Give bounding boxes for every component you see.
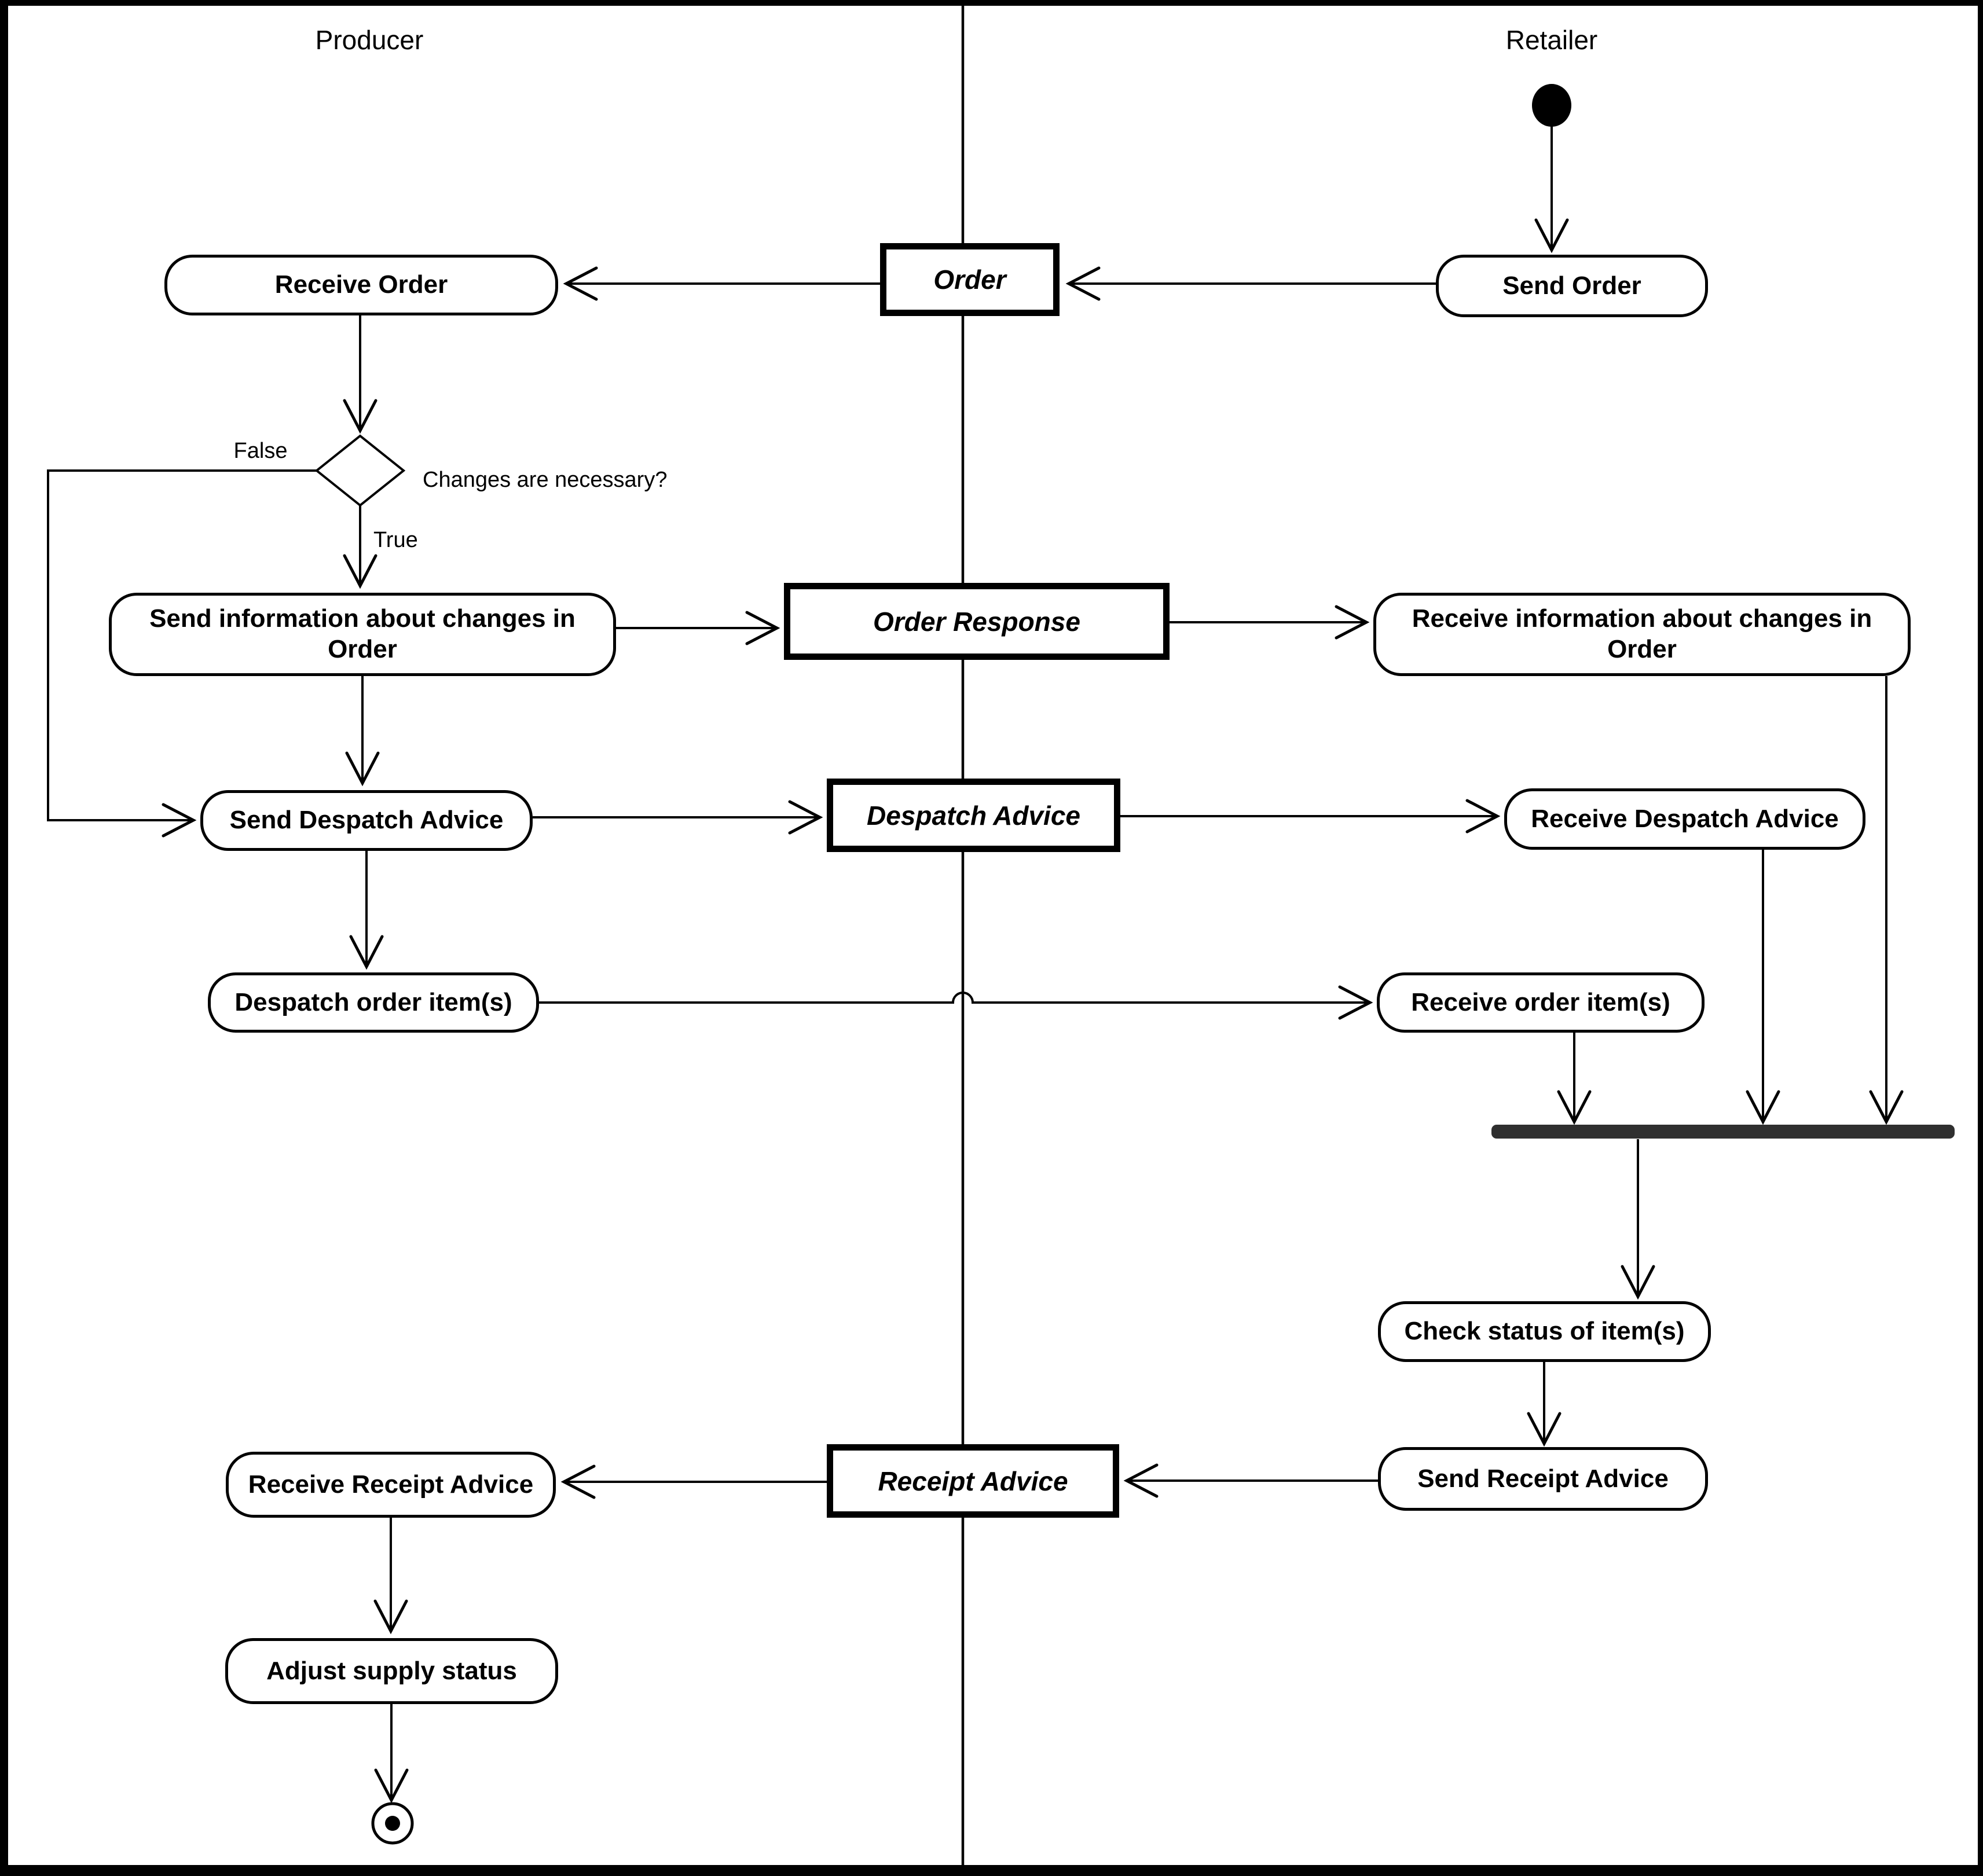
edge-despatch-items-to-receive-items — [539, 985, 1373, 1020]
node-order-response: Order Response — [784, 583, 1170, 660]
node-send-receipt-label: Send Receipt Advice — [1417, 1464, 1669, 1493]
guard-label-true: True — [373, 528, 418, 552]
node-check-status-label: Check status of item(s) — [1404, 1317, 1685, 1346]
final-node-dot — [385, 1816, 400, 1831]
node-order-response-label: Order Response — [873, 606, 1080, 637]
node-despatch-advice-label: Despatch Advice — [867, 800, 1080, 831]
node-check-status: Check status of item(s) — [1378, 1301, 1711, 1362]
node-send-info: Send information about changes in Order — [109, 593, 616, 676]
node-send-order-label: Send Order — [1502, 271, 1641, 300]
guard-label-false: False — [233, 439, 288, 463]
node-receive-info-label: Receive information about changes in Ord… — [1412, 604, 1872, 663]
node-adjust-supply: Adjust supply status — [225, 1638, 558, 1704]
node-send-info-label: Send information about changes in Order — [149, 604, 576, 663]
node-receive-order-label: Receive Order — [274, 270, 448, 299]
node-send-order: Send Order — [1436, 255, 1708, 317]
join-bar — [1491, 1125, 1955, 1139]
node-receipt-advice-label: Receipt Advice — [878, 1466, 1068, 1496]
node-receive-items: Receive order item(s) — [1377, 972, 1705, 1033]
node-receive-info: Receive information about changes in Ord… — [1373, 593, 1911, 676]
node-send-receipt: Send Receipt Advice — [1378, 1447, 1708, 1511]
node-despatch-advice: Despatch Advice — [827, 779, 1120, 852]
decision-question-label: Changes are necessary? — [423, 468, 668, 492]
node-send-despatch-label: Send Despatch Advice — [229, 806, 504, 835]
node-receive-receipt: Receive Receipt Advice — [226, 1452, 556, 1518]
node-despatch-items-label: Despatch order item(s) — [234, 987, 512, 1016]
node-receive-receipt-label: Receive Receipt Advice — [248, 1470, 534, 1499]
node-receipt-advice: Receipt Advice — [827, 1444, 1119, 1518]
node-receive-despatch-label: Receive Despatch Advice — [1531, 804, 1839, 833]
node-receive-order: Receive Order — [164, 255, 558, 315]
node-receive-despatch: Receive Despatch Advice — [1504, 788, 1865, 850]
lane-label-retailer: Retailer — [1505, 25, 1598, 55]
node-order-label: Order — [933, 265, 1006, 295]
node-adjust-supply-label: Adjust supply status — [266, 1656, 517, 1685]
node-send-despatch: Send Despatch Advice — [200, 790, 533, 851]
initial-node — [1532, 84, 1571, 127]
edge-decision-false-to-send-despatch — [47, 469, 317, 838]
decision-diamond — [314, 434, 406, 507]
node-despatch-items: Despatch order item(s) — [208, 972, 539, 1033]
node-receive-items-label: Receive order item(s) — [1411, 987, 1670, 1016]
node-order: Order — [880, 243, 1060, 316]
lane-label-producer: Producer — [315, 25, 424, 55]
